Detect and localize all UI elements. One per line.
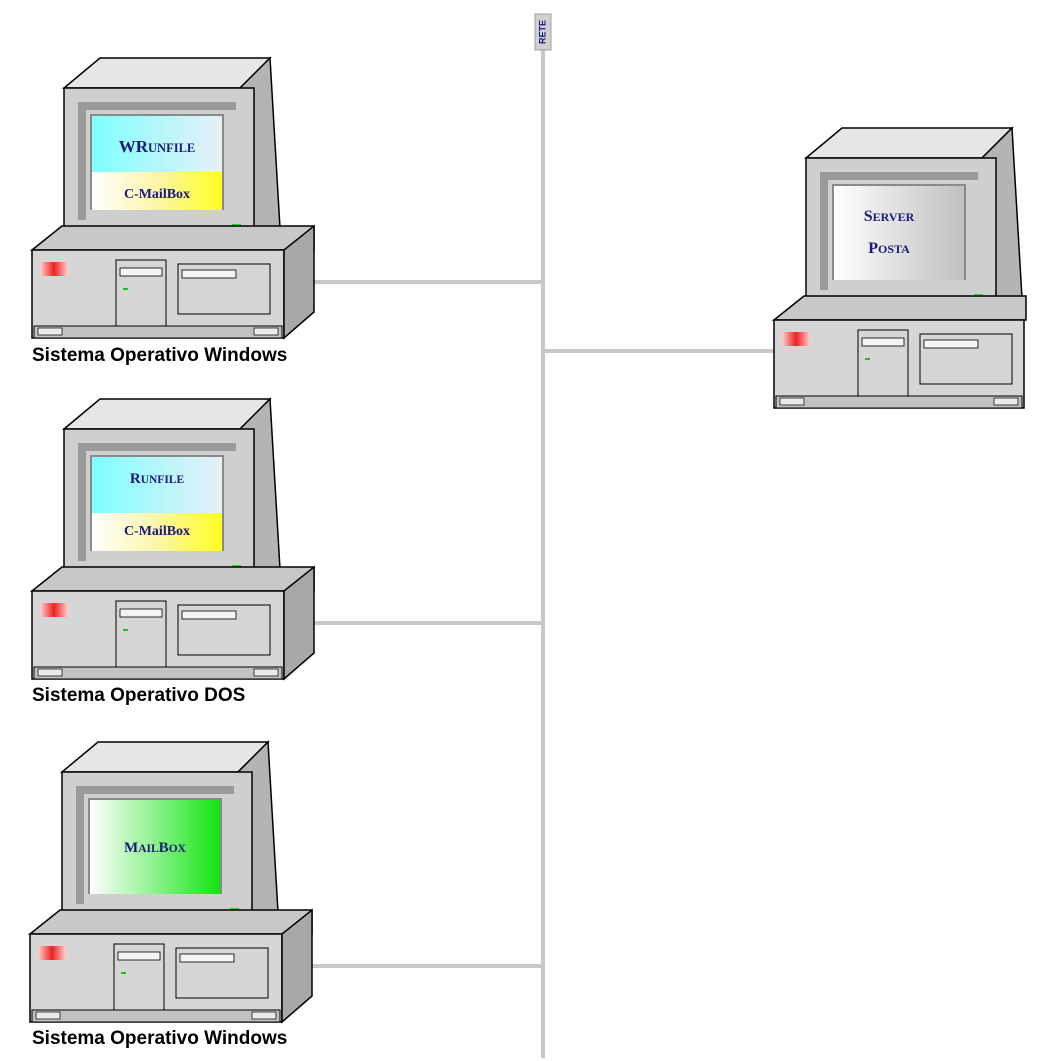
screen-subtitle: C-MailBox bbox=[124, 187, 190, 202]
computer-3-label: Sistema Operativo Windows bbox=[32, 1028, 288, 1049]
network-label: RETE bbox=[534, 13, 552, 51]
screen-title: WRUNFILE bbox=[119, 137, 196, 156]
system-unit bbox=[771, 295, 1027, 409]
screen-title: SERVER bbox=[864, 208, 915, 225]
computer-1-label: Sistema Operativo Windows bbox=[32, 345, 288, 366]
system-unit bbox=[29, 565, 315, 681]
computer-2-label: Sistema Operativo DOS bbox=[32, 685, 246, 706]
monitor: WRUNFILE C-MailBox bbox=[61, 56, 281, 252]
network-cables bbox=[310, 45, 775, 1058]
screen-title: RUNFILE bbox=[130, 471, 185, 487]
computer-3: MAILBOX bbox=[27, 740, 313, 1024]
screen-title: MAILBOX bbox=[124, 840, 187, 856]
monitor: RUNFILE C-MailBox bbox=[61, 397, 281, 593]
monitor: MAILBOX bbox=[59, 740, 279, 936]
computer-1: WRUNFILE C-MailBox bbox=[29, 56, 315, 340]
monitor: SERVER POSTA bbox=[803, 126, 1023, 322]
screen-subtitle: C-MailBox bbox=[124, 524, 190, 539]
server: SERVER POSTA bbox=[771, 126, 1027, 409]
system-unit bbox=[27, 908, 313, 1024]
screen-subtitle: POSTA bbox=[868, 240, 910, 257]
system-unit bbox=[29, 224, 315, 340]
network-label-text: RETE bbox=[537, 20, 547, 44]
computer-2: RUNFILE C-MailBox bbox=[29, 397, 315, 681]
